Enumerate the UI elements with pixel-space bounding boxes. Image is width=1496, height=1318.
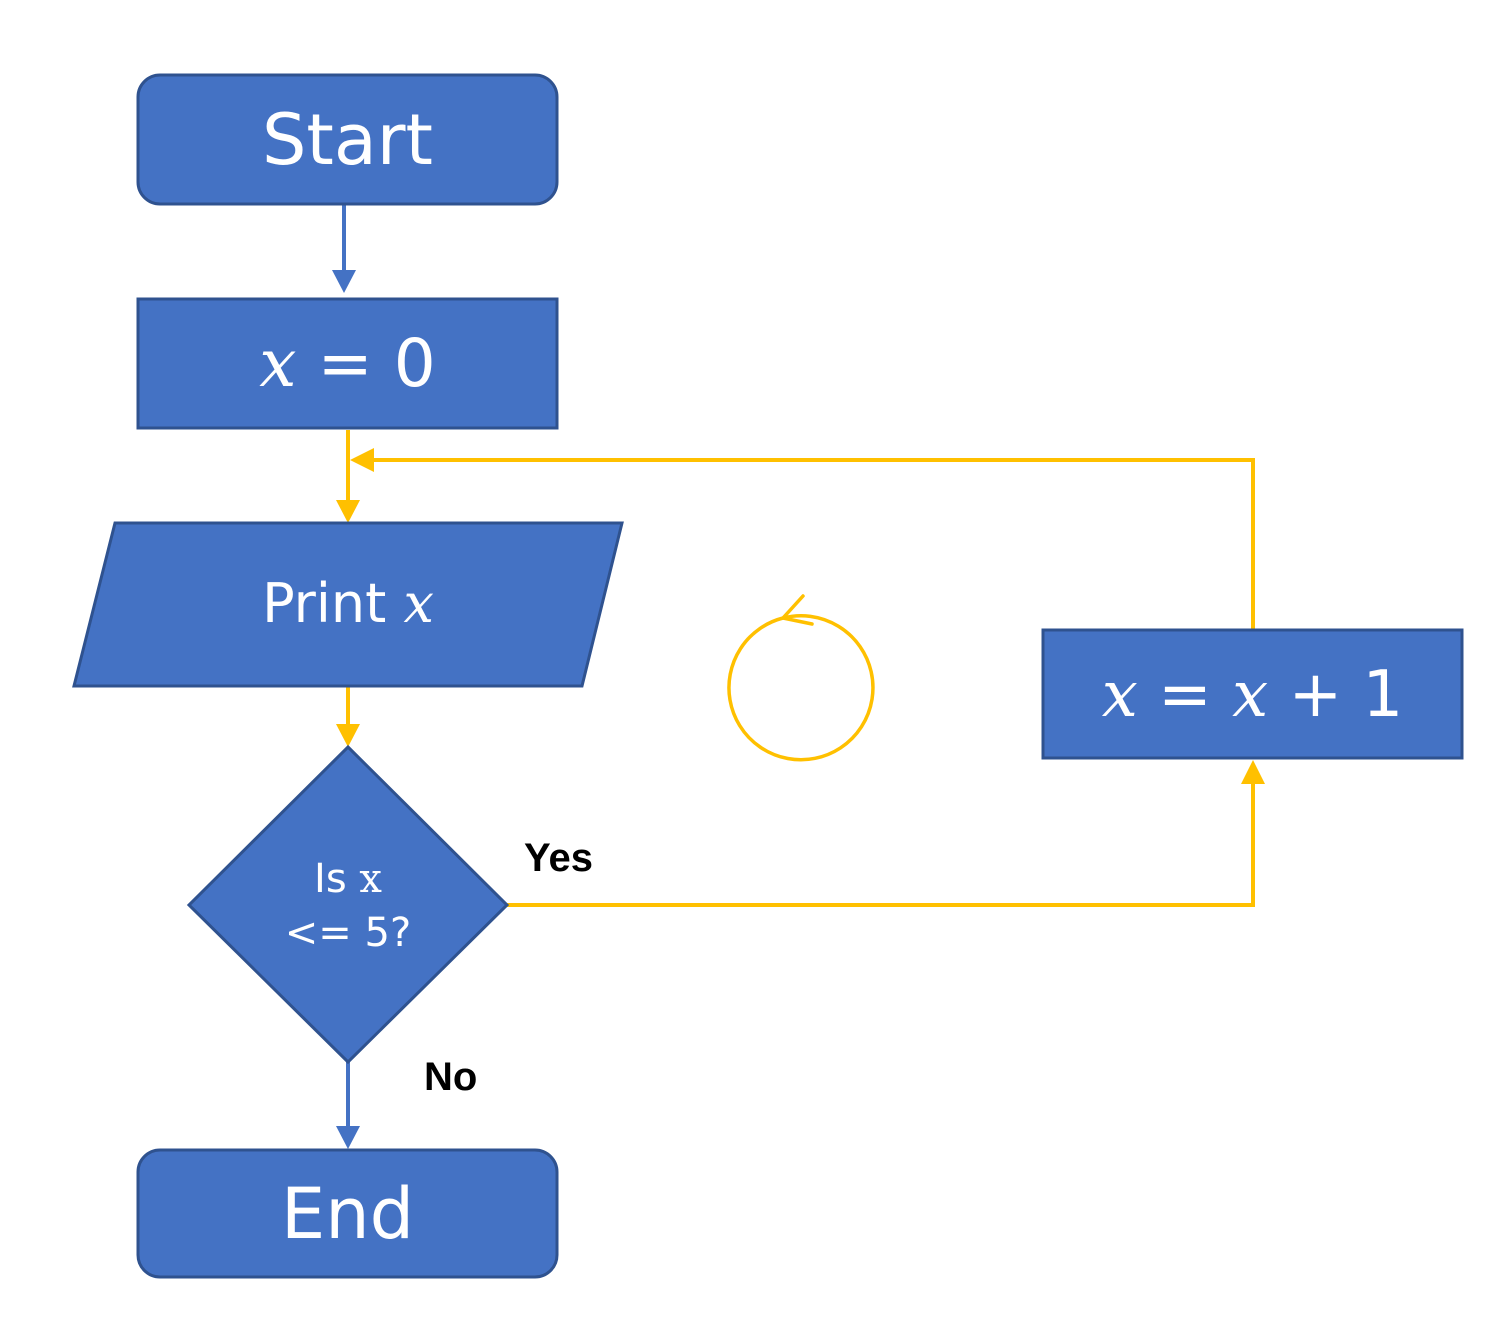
var-x: x	[359, 856, 382, 902]
edge-decision-yes	[507, 782, 1255, 907]
var-x: x	[403, 572, 433, 635]
node-start-label: Start	[262, 99, 433, 181]
node-increment: x = x + 1	[1041, 628, 1464, 760]
node-decision: Is x <= 5?	[186, 744, 510, 1065]
arrowhead-no-to-end	[336, 1126, 360, 1149]
node-print: Print x	[72, 521, 624, 688]
node-start: Start	[136, 73, 559, 206]
var-x: x	[1102, 658, 1138, 732]
edge-label-yes: Yes	[524, 836, 593, 880]
node-init: x = 0	[136, 297, 559, 430]
var-x: x	[1232, 658, 1268, 732]
node-end: End	[136, 1148, 559, 1279]
arrowhead-yes-to-increment	[1241, 760, 1265, 784]
edge-increment-loop-back	[372, 458, 1255, 630]
increment-rest: + 1	[1268, 658, 1403, 732]
arrowhead-start-to-init	[332, 270, 356, 293]
loop-cycle-icon	[727, 594, 875, 762]
decision-prefix: Is	[314, 856, 359, 902]
node-end-label: End	[281, 1173, 414, 1255]
print-prefix: Print	[262, 572, 403, 635]
node-print-label: Print x	[262, 572, 434, 635]
connectors	[332, 204, 1265, 1149]
arrowhead-init-to-print	[336, 500, 360, 523]
var-x: x	[259, 325, 296, 402]
node-increment-label: x = x + 1	[1102, 658, 1404, 732]
increment-equals: =	[1138, 658, 1232, 732]
arrowhead-loop-merge	[350, 448, 374, 472]
init-rest: = 0	[296, 325, 435, 402]
node-init-label: x = 0	[259, 325, 436, 402]
node-decision-line1: Is x	[314, 856, 382, 902]
arrowhead-print-to-decision	[336, 724, 360, 747]
node-decision-line2: <= 5?	[285, 910, 411, 956]
edge-label-no: No	[424, 1055, 477, 1099]
